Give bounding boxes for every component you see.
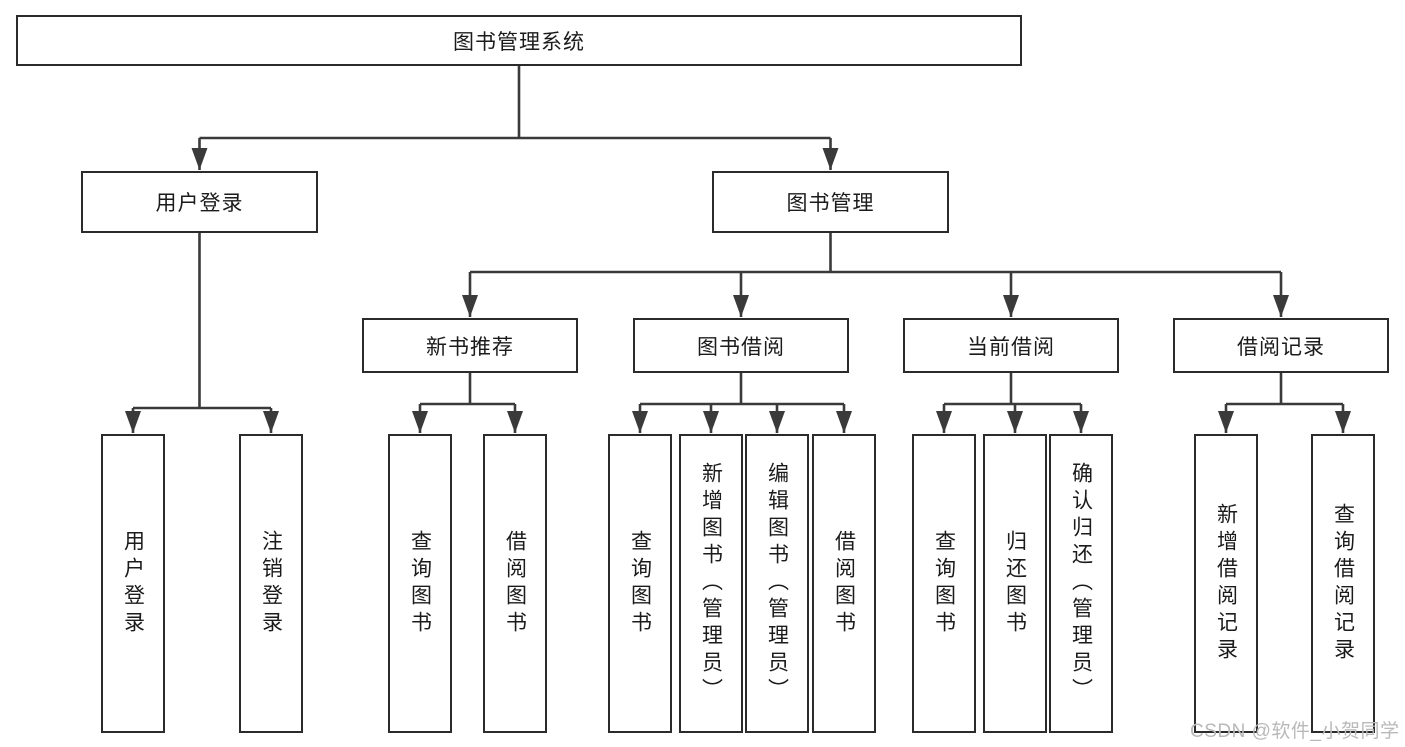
node-label: 图书管理 [786,192,875,215]
arrowhead-l_borrow2 [836,411,852,433]
arrowhead-l_query2 [632,411,648,433]
node-l_add[interactable]: 新增图书（管理员） [679,434,743,733]
node-label: 图书借阅 [697,335,785,359]
node-l_edit[interactable]: 编辑图书（管理员） [745,434,809,733]
node-label: 新书推荐 [426,335,514,359]
node-label: 借阅图书 [503,529,527,638]
node-records[interactable]: 借阅记录 [1173,318,1389,373]
arrowhead-l_confirm [1073,411,1089,433]
arrowhead-l_return [1007,411,1023,433]
node-label: 注销登录 [259,529,283,638]
node-l_return[interactable]: 归还图书 [983,434,1047,733]
node-l_query1[interactable]: 查询图书 [388,434,452,733]
arrowhead-l_queryrec [1335,411,1351,433]
arrowhead-newbook [462,295,478,317]
arrowhead-l_addrec [1218,411,1234,433]
node-label: 借阅图书 [832,529,856,638]
arrowhead-l_borrow1 [507,411,523,433]
node-l_confirm[interactable]: 确认归还（管理员） [1049,434,1113,733]
node-label: 用户登录 [121,529,145,638]
node-label: 确认归还（管理员） [1069,462,1093,705]
arrowhead-bookmgmt [822,148,839,170]
node-label: 归还图书 [1003,529,1027,638]
node-label: 查询图书 [932,529,956,638]
node-label: 新增借阅记录 [1214,502,1238,665]
node-label: 当前借阅 [967,335,1055,359]
node-l_borrow2[interactable]: 借阅图书 [812,434,876,733]
node-l_login[interactable]: 用户登录 [101,434,165,733]
node-l_query3[interactable]: 查询图书 [912,434,976,733]
node-borrow[interactable]: 图书借阅 [633,318,849,373]
arrowhead-current [1003,295,1019,317]
node-label: 新增图书（管理员） [699,462,723,705]
node-label: 借阅记录 [1237,335,1325,359]
arrowhead-records [1273,295,1289,317]
node-label: 图书管理系统 [453,30,585,54]
node-label: 查询图书 [408,529,432,638]
node-root[interactable]: 图书管理系统 [16,15,1022,66]
arrowhead-login [191,148,208,170]
node-l_query2[interactable]: 查询图书 [608,434,672,733]
node-label: 用户登录 [155,192,244,215]
node-label: 查询借阅记录 [1331,502,1355,665]
arrowhead-borrow [733,295,749,317]
arrowhead-l_logout [263,411,279,433]
watermark-label: CSDN @软件_小贺同学 [1190,721,1400,742]
arrowhead-l_query1 [412,411,428,433]
node-l_borrow1[interactable]: 借阅图书 [483,434,547,733]
node-l_queryrec[interactable]: 查询借阅记录 [1311,434,1375,733]
node-newbook[interactable]: 新书推荐 [362,318,578,373]
node-bookmgmt[interactable]: 图书管理 [712,171,949,233]
node-login[interactable]: 用户登录 [81,171,318,233]
node-current[interactable]: 当前借阅 [903,318,1119,373]
arrowhead-l_edit [769,411,785,433]
node-label: 查询图书 [628,529,652,638]
node-l_addrec[interactable]: 新增借阅记录 [1194,434,1258,733]
arrowhead-l_query3 [936,411,952,433]
node-l_logout[interactable]: 注销登录 [239,434,303,733]
node-label: 编辑图书（管理员） [765,462,789,705]
arrowhead-l_login [125,411,141,433]
arrowhead-l_add [703,411,719,433]
